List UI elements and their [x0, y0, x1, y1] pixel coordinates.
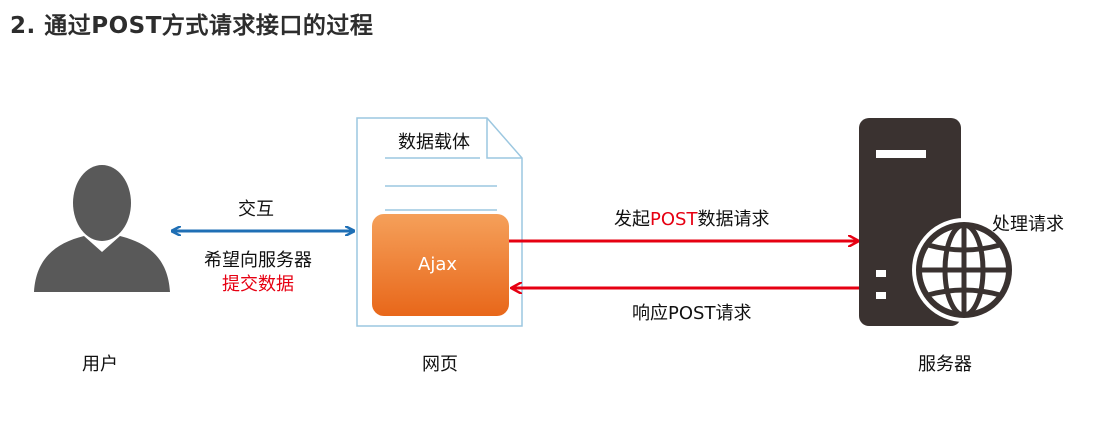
interact-sub-label: 希望向服务器 — [204, 250, 312, 271]
globe-icon — [912, 218, 1016, 322]
response-label: 响应POST请求 — [632, 303, 752, 324]
user-label: 用户 — [82, 354, 118, 375]
doc-label: 数据载体 — [398, 132, 470, 153]
interact-label: 交互 — [238, 199, 274, 220]
ajax-box — [372, 214, 509, 316]
webpage-label: 网页 — [422, 354, 458, 375]
ajax-label: Ajax — [418, 254, 457, 275]
process-label: 处理请求 — [992, 214, 1064, 235]
user-icon — [34, 165, 170, 292]
interact-sub-label-red: 提交数据 — [222, 274, 294, 295]
request-label-suffix: 数据请求 — [697, 209, 770, 230]
request-label: 发起POST数据请求 — [614, 205, 769, 231]
diagram-title: 2. 通过POST方式请求接口的过程 — [10, 13, 374, 39]
request-label-highlight: POST — [650, 209, 698, 230]
server-label: 服务器 — [918, 354, 972, 375]
request-label-prefix: 发起 — [614, 209, 650, 230]
